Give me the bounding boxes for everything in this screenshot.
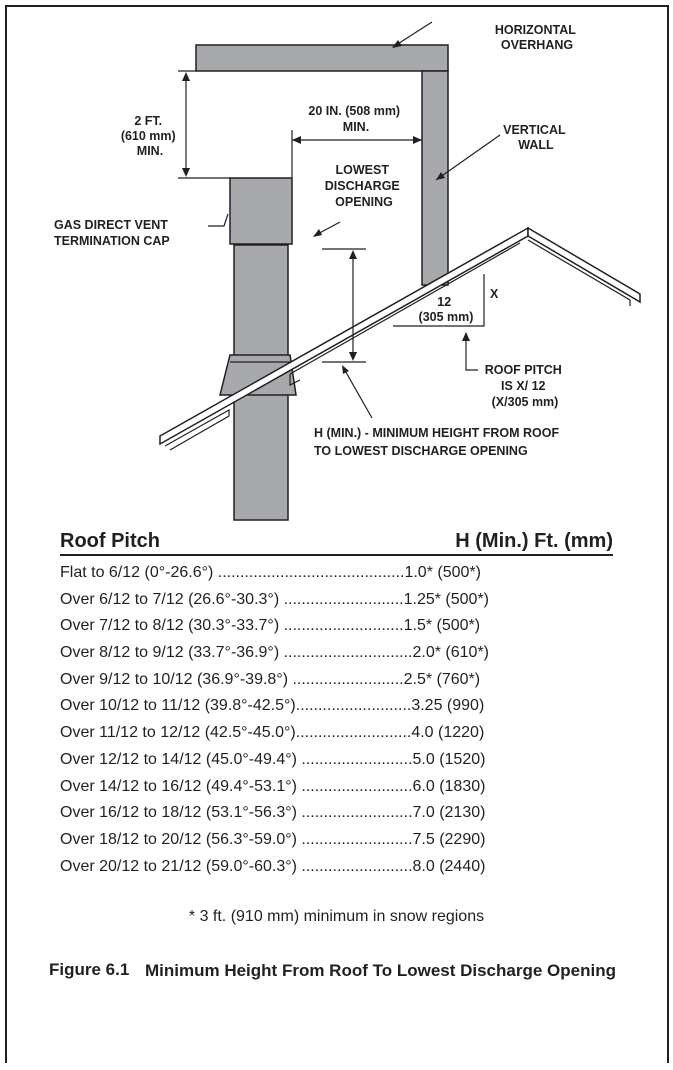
- table-row: Over 16/12 to 18/12 (53.1°-56.3°) ......…: [60, 804, 486, 822]
- lowest-opening-label: LOWEST DISCHARGE OPENING: [325, 163, 404, 209]
- height-header: H (Min.) Ft. (mm): [455, 530, 613, 552]
- page-frame: [5, 5, 669, 1063]
- pitch-table: Flat to 6/12 (0°-26.6°) ................…: [60, 560, 630, 880]
- table-row: Over 10/12 to 11/12 (39.8°-42.5°).......…: [60, 697, 485, 715]
- roof-pitch-label: ROOF PITCH IS X/ 12 (X/305 mm): [485, 363, 566, 409]
- table-row: Over 11/12 to 12/12 (42.5°-45.0°).......…: [60, 724, 485, 742]
- table-row: Over 14/12 to 16/12 (49.4°-53.1°) ......…: [60, 777, 486, 795]
- table-row: Flat to 6/12 (0°-26.6°) ................…: [60, 564, 481, 581]
- roof-right-slope: [527, 226, 641, 304]
- vent-cap-label: GAS DIRECT VENT TERMINATION CAP: [54, 218, 171, 248]
- roof-left-slope: [159, 226, 529, 446]
- h-min-label: H (MIN.) - MINIMUM HEIGHT FROM ROOF TO L…: [314, 426, 563, 458]
- vertical-wall-label: VERTICAL WALL: [503, 123, 569, 152]
- pitch-triangle: [393, 274, 485, 327]
- table-row: Over 9/12 to 10/12 (36.9°-39.8°) .......…: [60, 670, 481, 688]
- table-row: Over 20/12 to 21/12 (59.0°-60.3°) ......…: [60, 857, 486, 875]
- table-row: Over 12/12 to 14/12 (45.0°-49.4°) ......…: [60, 750, 486, 768]
- table-row: Over 8/12 to 9/12 (33.7°-36.9°) ........…: [60, 644, 489, 662]
- table-row: Over 7/12 to 8/12 (30.3°-33.7°) ........…: [60, 617, 481, 635]
- figure-title: Minimum Height From Roof To Lowest Disch…: [145, 961, 616, 980]
- table-row: Over 18/12 to 20/12 (56.3°-59.0°) ......…: [60, 830, 486, 848]
- roof-pitch-header: Roof Pitch: [60, 530, 160, 552]
- horizontal-overhang-shape: [195, 44, 449, 72]
- figure-number: Figure 6.1: [49, 960, 130, 979]
- clearance-label: 2 FT. (610 mm) MIN.: [121, 114, 179, 158]
- table-row: Over 6/12 to 7/12 (26.6°-30.3°) ........…: [60, 590, 489, 608]
- termination-cap: [229, 177, 293, 245]
- vent-diagram: HORIZONTAL OVERHANG 2 FT. (610 mm) MIN. …: [54, 21, 641, 521]
- table-header: Roof Pitch H (Min.) Ft. (mm): [60, 528, 613, 556]
- rise-label: X: [490, 287, 499, 301]
- snow-region-note: * 3 ft. (910 mm) minimum in snow regions: [188, 908, 485, 925]
- run-label: 12 (305 mm): [419, 295, 474, 324]
- wall-distance-label: 20 IN. (508 mm) MIN.: [308, 104, 403, 134]
- overhang-label: HORIZONTAL OVERHANG: [495, 23, 579, 52]
- roof-flashing: [219, 354, 297, 396]
